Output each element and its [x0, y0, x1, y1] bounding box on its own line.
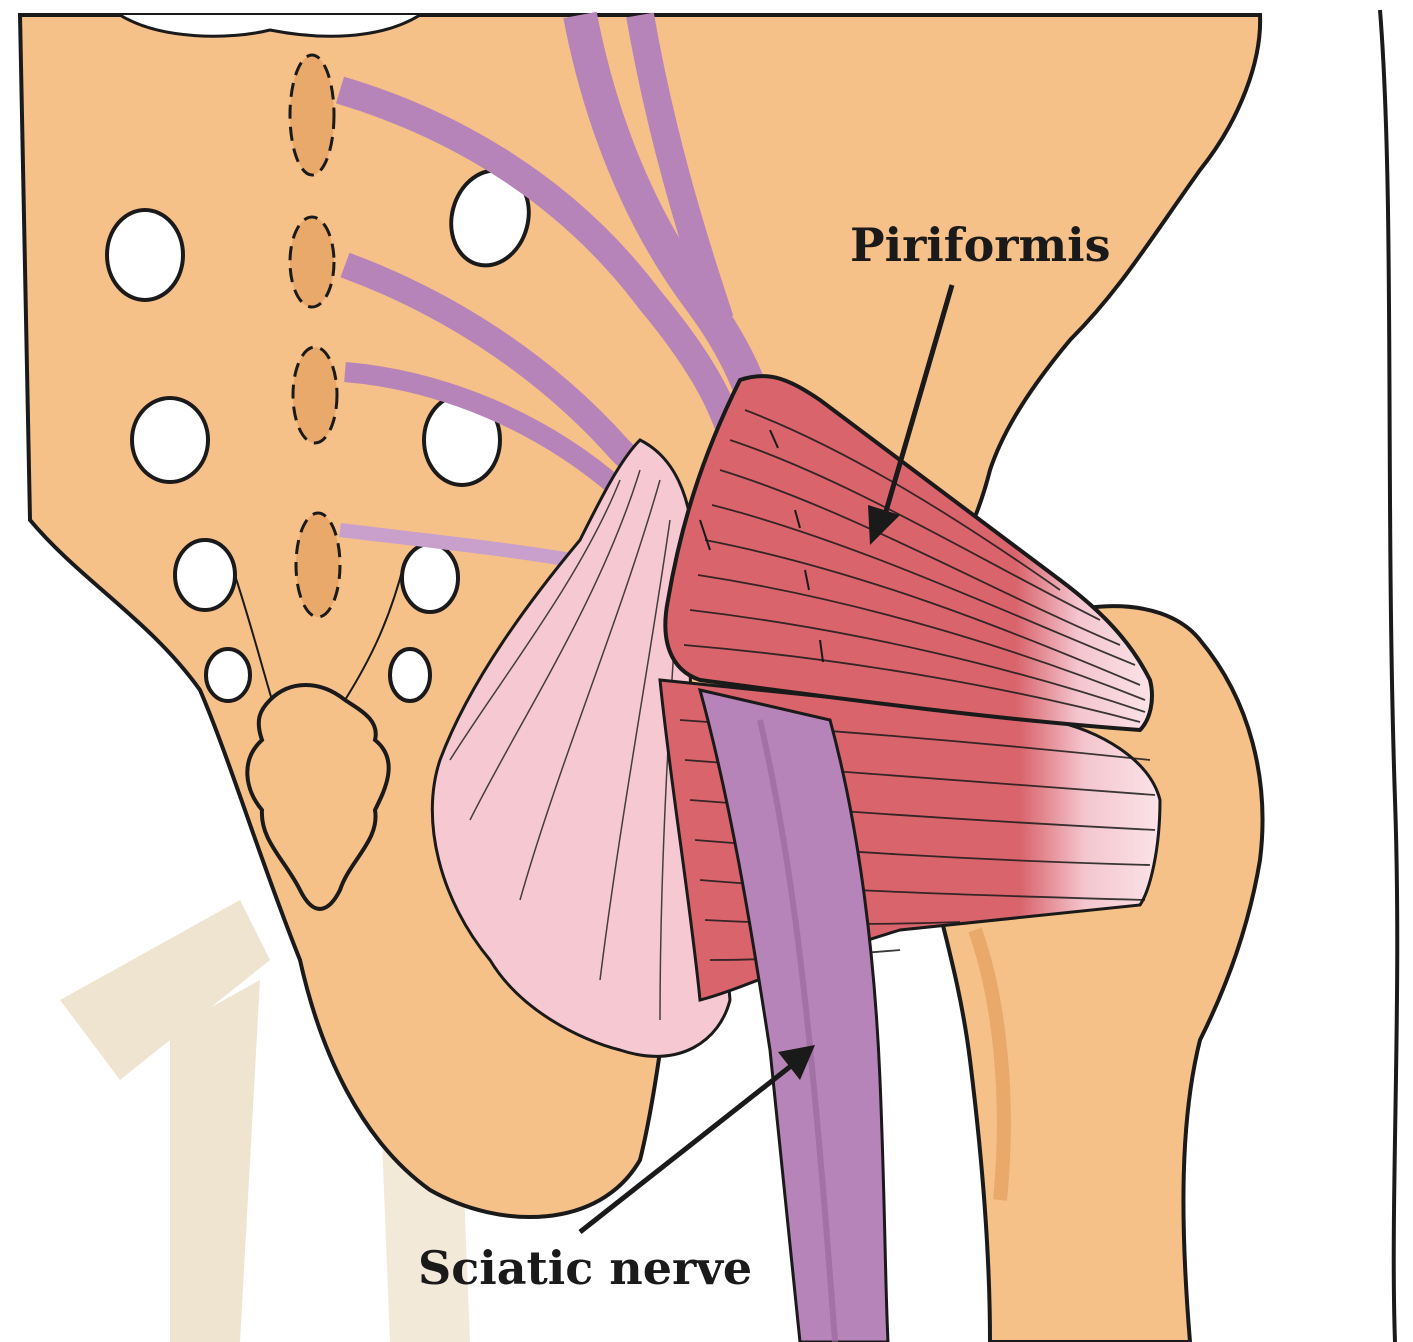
- piriformis-label: Piriformis: [850, 222, 1111, 268]
- body-outline: [1380, 10, 1397, 1342]
- sciatic-nerve-label: Sciatic nerve: [418, 1245, 752, 1291]
